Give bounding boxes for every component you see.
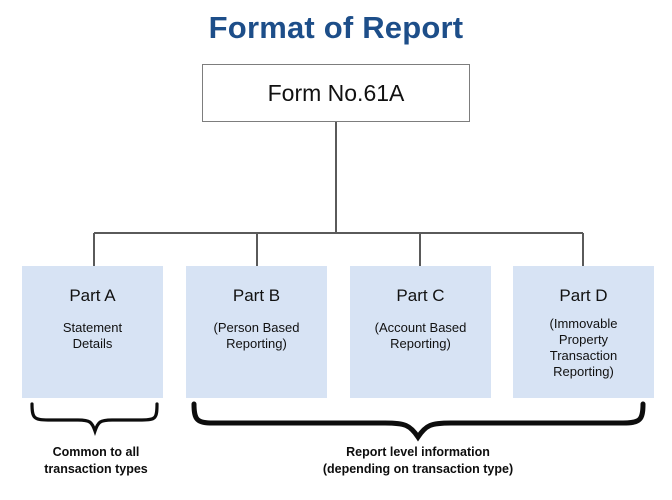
part-b-subtitle: (Person Based Reporting) (213, 320, 300, 351)
root-node-form-no-61a[interactable]: Form No.61A (202, 64, 470, 122)
part-d-title: Part D (559, 286, 608, 305)
root-node-label: Form No.61A (267, 79, 405, 106)
tree-connectors (93, 122, 584, 266)
part-a-subtitle: Statement Details (62, 320, 123, 351)
part-box-b[interactable]: Part B (Person Based Reporting) (186, 266, 327, 398)
brace-layer (30, 401, 646, 442)
part-a-title: Part A (69, 286, 116, 305)
part-box-c[interactable]: Part C (Account Based Reporting) (350, 266, 491, 398)
part-b-title: Part B (232, 286, 281, 305)
part-c-title: Part C (396, 286, 445, 305)
brace-right (191, 401, 646, 442)
brace-left (30, 402, 159, 437)
caption-report-level-information: Report level information (depending on t… (322, 445, 514, 476)
part-box-d[interactable]: Part D (Immovable Property Transaction R… (513, 266, 654, 398)
part-box-a[interactable]: Part A Statement Details (22, 266, 163, 398)
page-title: Format of Report (208, 10, 464, 45)
caption-common-to-all: Common to all transaction types (44, 445, 148, 476)
part-d-subtitle: (Immovable Property Transaction Reportin… (549, 316, 618, 379)
part-c-subtitle: (Account Based Reporting) (374, 320, 467, 351)
